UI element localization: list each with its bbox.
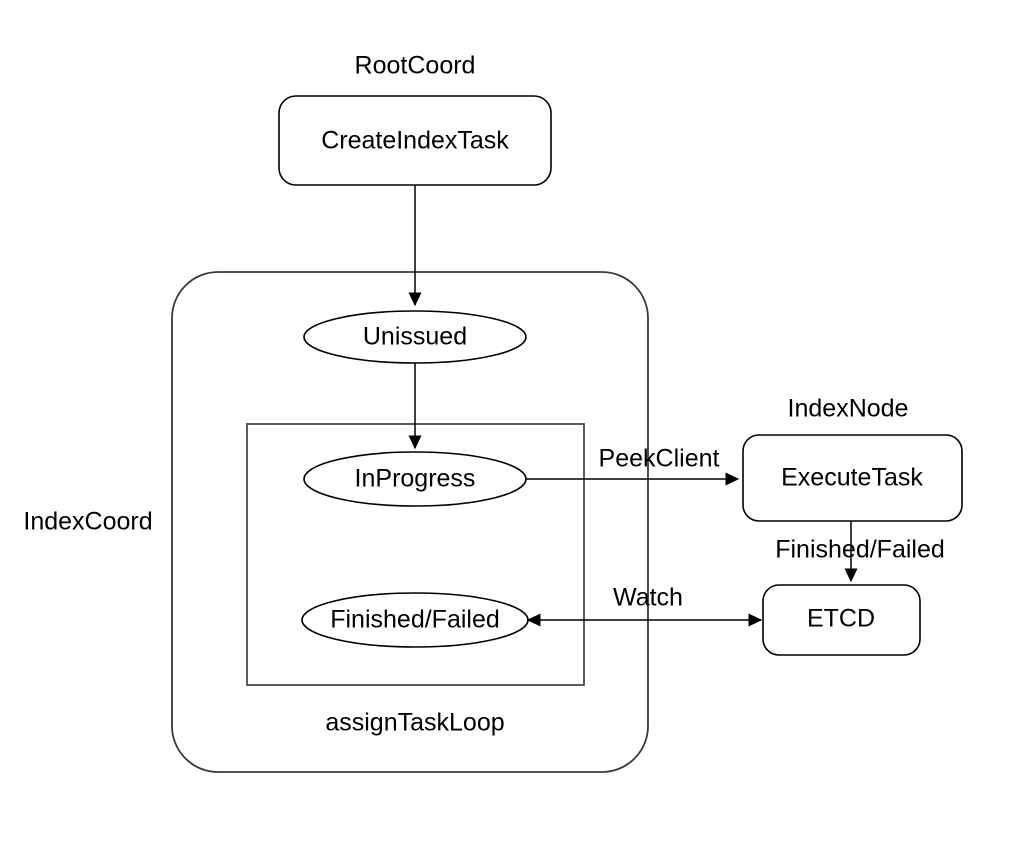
node-unissued[interactable]: Unissued xyxy=(303,310,527,364)
node-etcd-shape xyxy=(762,584,921,656)
node-create-index-task-shape xyxy=(278,95,552,186)
label-index-coord: IndexCoord xyxy=(23,508,152,536)
node-create-index-task[interactable]: CreateIndexTask xyxy=(278,95,552,186)
edge-label-peek-client: PeekClient xyxy=(599,445,720,473)
node-unissued-shape xyxy=(303,310,527,364)
node-execute-task-shape xyxy=(742,434,963,522)
edge-label-watch: Watch xyxy=(613,584,683,612)
label-index-node: IndexNode xyxy=(788,395,909,423)
node-etcd-label: ETCD xyxy=(807,605,875,633)
node-etcd[interactable]: ETCD xyxy=(762,584,921,656)
node-in-progress-label: InProgress xyxy=(355,465,476,493)
edge-label-finished-failed: Finished/Failed xyxy=(775,536,945,564)
label-assign-task-loop: assignTaskLoop xyxy=(325,709,504,737)
label-root-coord: RootCoord xyxy=(355,52,476,80)
group-index-coord xyxy=(171,271,649,773)
node-in-progress[interactable]: InProgress xyxy=(303,451,527,507)
node-finished-failed-shape xyxy=(301,592,529,648)
node-create-index-task-label: CreateIndexTask xyxy=(321,127,509,155)
node-finished-failed[interactable]: Finished/Failed xyxy=(301,592,529,648)
node-finished-failed-label: Finished/Failed xyxy=(330,606,500,634)
node-execute-task[interactable]: ExecuteTask xyxy=(742,434,963,522)
node-unissued-label: Unissued xyxy=(363,323,467,351)
node-execute-task-label: ExecuteTask xyxy=(781,464,923,492)
node-in-progress-shape xyxy=(303,451,527,507)
